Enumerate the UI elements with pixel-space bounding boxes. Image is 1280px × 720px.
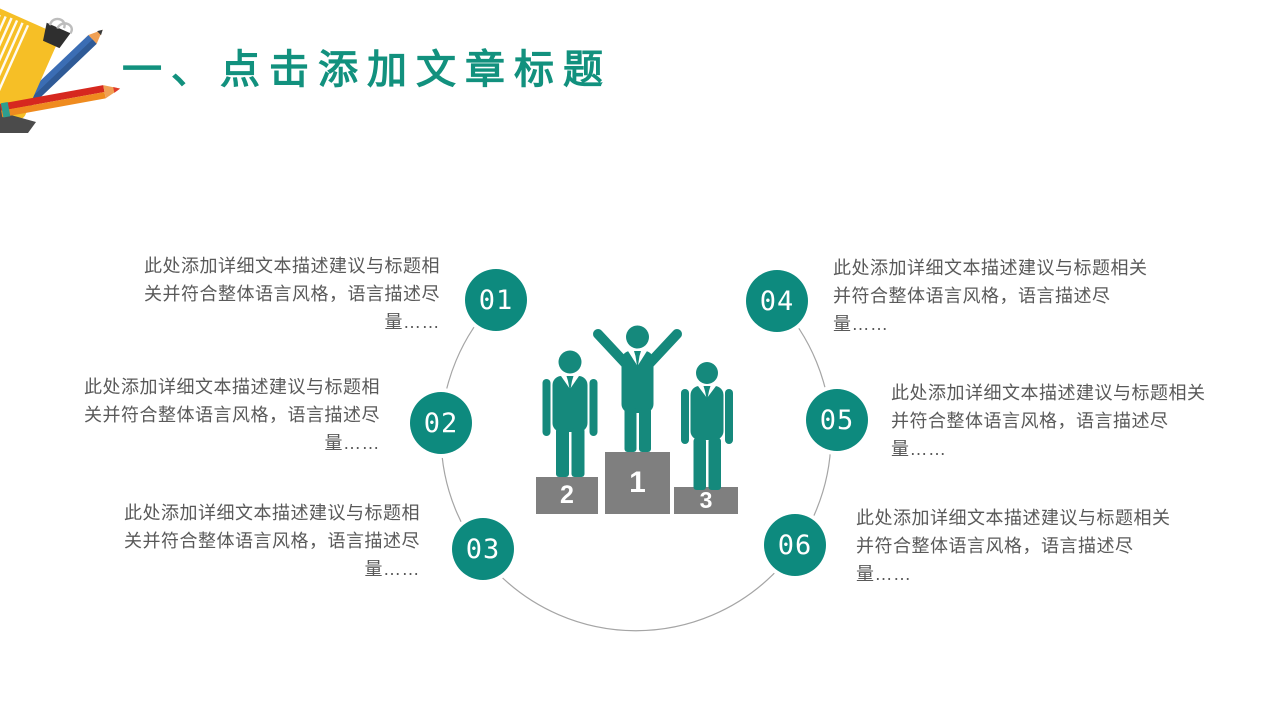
- description-line: 并符合整体语言风格，语言描述尽: [833, 286, 1111, 306]
- step-number: 02: [423, 407, 459, 439]
- description-line: 并符合整体语言风格，语言描述尽: [856, 536, 1134, 556]
- description-line: 关并符合整体语言风格，语言描述尽: [84, 405, 380, 425]
- podium-block-1: 1: [605, 452, 670, 514]
- description-line: 量……: [856, 564, 912, 584]
- step-description-06: 此处添加详细文本描述建议与标题相关 并符合整体语言风格，语言描述尽 量……: [856, 504, 1216, 588]
- podium-rank-label: 2: [560, 481, 574, 509]
- podium-rank-label: 1: [629, 466, 646, 499]
- step-number: 03: [465, 533, 501, 565]
- step-description-01: 此处添加详细文本描述建议与标题相 关并符合整体语言风格，语言描述尽 量……: [80, 252, 440, 336]
- description-line: 此处添加详细文本描述建议与标题相关: [891, 383, 1206, 403]
- ruler-icon: [0, 112, 36, 133]
- podium-block-3: 3: [674, 487, 738, 514]
- step-number: 06: [777, 529, 813, 561]
- description-line: 关并符合整体语言风格，语言描述尽: [124, 531, 420, 551]
- winner-figure-icon: [593, 325, 682, 452]
- step-number: 01: [478, 284, 514, 316]
- description-line: 此处添加详细文本描述建议与标题相: [144, 256, 440, 276]
- slide-title: 一、点击添加文章标题: [122, 48, 612, 92]
- description-line: 量……: [833, 314, 889, 334]
- description-line: 关并符合整体语言风格，语言描述尽: [144, 284, 440, 304]
- podium-figures: [542, 325, 733, 490]
- step-description-05: 此处添加详细文本描述建议与标题相关 并符合整体语言风格，语言描述尽 量……: [891, 379, 1251, 463]
- stationery-clipart: [0, 7, 121, 133]
- step-description-03: 此处添加详细文本描述建议与标题相 关并符合整体语言风格，语言描述尽 量……: [60, 499, 420, 583]
- podium-block-2: 2: [536, 477, 598, 514]
- step-description-04: 此处添加详细文本描述建议与标题相关 并符合整体语言风格，语言描述尽 量……: [833, 254, 1193, 338]
- red-pencil-icon: [0, 85, 121, 119]
- third-place-figure-icon: [681, 362, 733, 490]
- step-badge-02: 02: [410, 392, 472, 454]
- second-place-figure-icon: [542, 350, 598, 477]
- description-line: 量……: [364, 559, 420, 579]
- description-line: 此处添加详细文本描述建议与标题相关: [856, 508, 1171, 528]
- description-line: 此处添加详细文本描述建议与标题相关: [833, 258, 1148, 278]
- step-badge-03: 03: [452, 518, 514, 580]
- notepad-icon: [0, 7, 73, 120]
- description-line: 量……: [384, 312, 440, 332]
- description-line: 此处添加详细文本描述建议与标题相: [84, 377, 380, 397]
- step-badge-04: 04: [746, 270, 808, 332]
- description-line: 量……: [324, 433, 380, 453]
- step-number: 04: [759, 285, 795, 317]
- description-line: 此处添加详细文本描述建议与标题相: [124, 503, 420, 523]
- step-number: 05: [819, 404, 855, 436]
- podium-rank-label: 3: [699, 487, 713, 513]
- binder-clip-icon: [43, 17, 73, 49]
- step-badge-01: 01: [465, 269, 527, 331]
- description-line: 并符合整体语言风格，语言描述尽: [891, 411, 1169, 431]
- step-description-02: 此处添加详细文本描述建议与标题相 关并符合整体语言风格，语言描述尽 量……: [20, 373, 380, 457]
- step-badge-05: 05: [806, 389, 868, 451]
- description-line: 量……: [891, 439, 947, 459]
- step-badge-06: 06: [764, 514, 826, 576]
